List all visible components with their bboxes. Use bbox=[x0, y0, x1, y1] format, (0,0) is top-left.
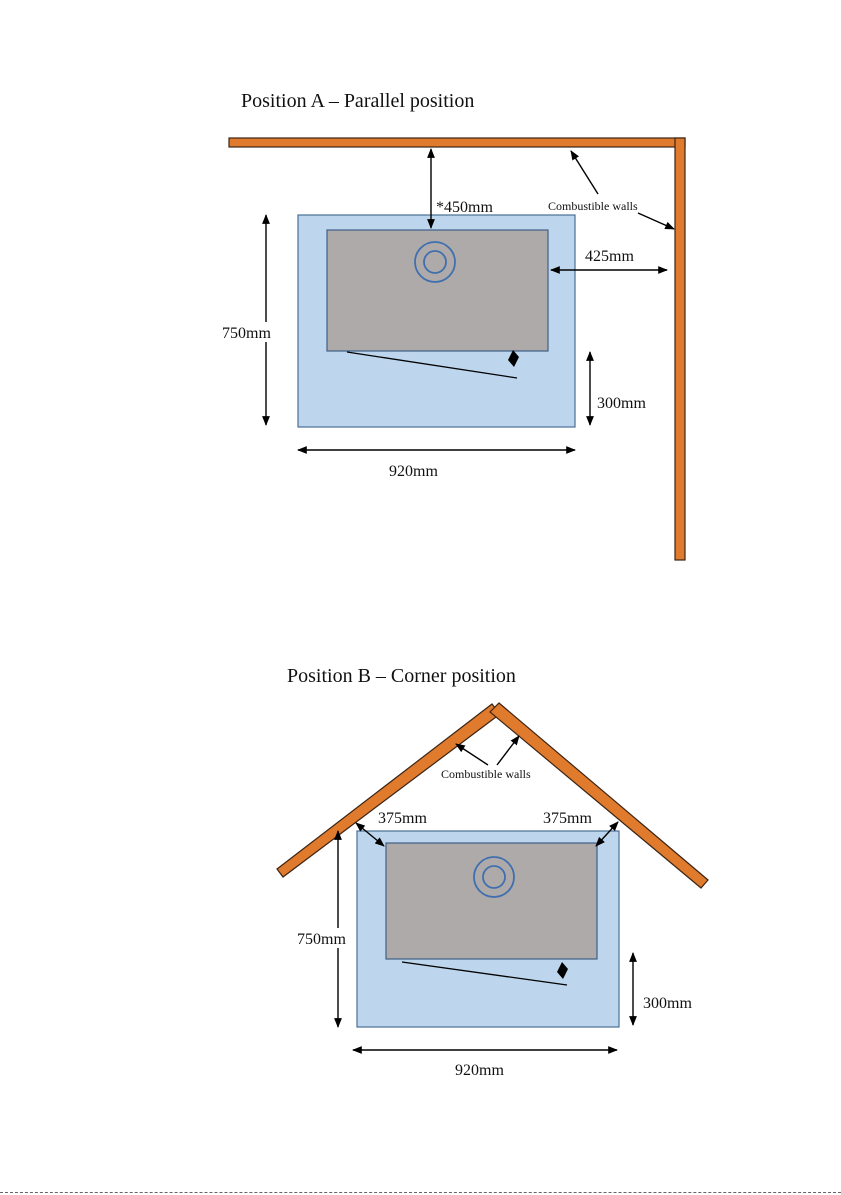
rear-wall bbox=[229, 138, 685, 147]
depth-label: 750mm bbox=[297, 931, 346, 948]
width-label: 920mm bbox=[455, 1062, 504, 1079]
walls-pointer-side bbox=[638, 213, 674, 229]
width-label: 920mm bbox=[389, 463, 438, 480]
walls-label: Combustible walls bbox=[548, 199, 638, 213]
walls-pointer-right bbox=[497, 736, 519, 765]
rear-clearance-label: *450mm bbox=[436, 199, 493, 216]
side-wall bbox=[675, 138, 685, 560]
side-clearance-label: 425mm bbox=[585, 248, 634, 265]
walls-pointer-rear bbox=[571, 151, 598, 194]
right-corner-clearance-label: 375mm bbox=[543, 810, 592, 827]
position-b-diagram: Position B – Corner position 375mm 375mm… bbox=[277, 665, 708, 1079]
left-corner-clearance-label: 375mm bbox=[378, 810, 427, 827]
position-a-title: Position A – Parallel position bbox=[241, 90, 474, 112]
position-b-title: Position B – Corner position bbox=[287, 665, 516, 687]
depth-label: 750mm bbox=[222, 325, 271, 342]
position-a-diagram: Position A – Parallel position *450mm 42… bbox=[222, 90, 685, 560]
front-clearance-label: 300mm bbox=[643, 995, 692, 1012]
page-bottom-rule bbox=[0, 1192, 841, 1193]
stove-body bbox=[386, 843, 597, 959]
front-clearance-label: 300mm bbox=[597, 395, 646, 412]
walls-label: Combustible walls bbox=[441, 767, 531, 781]
walls-pointer-left bbox=[456, 744, 488, 765]
stove-body bbox=[327, 230, 548, 351]
